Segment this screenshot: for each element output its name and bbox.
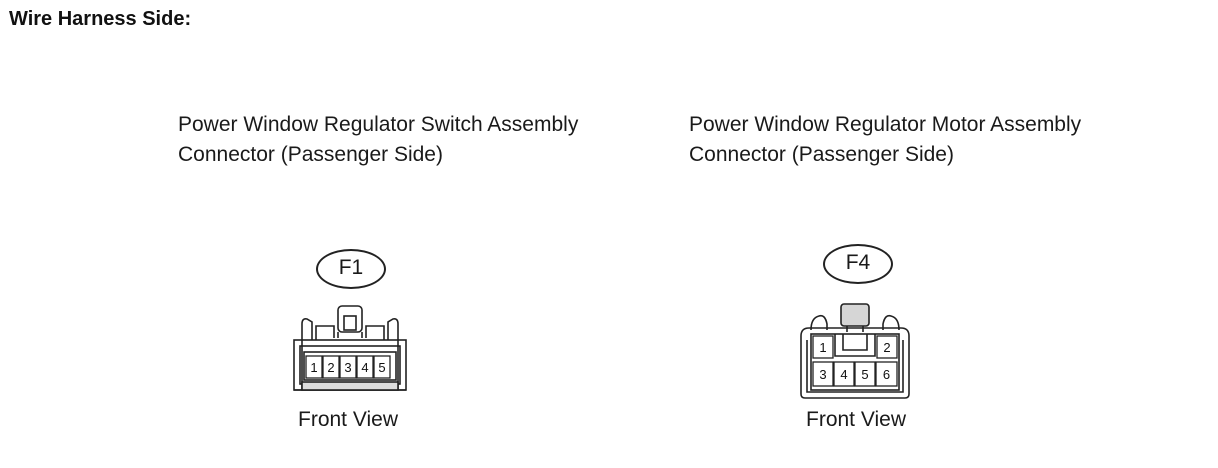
- f4-pin-label: 6: [883, 367, 890, 382]
- f1-pin-label: 5: [378, 360, 385, 375]
- f1-pin-label: 4: [361, 360, 368, 375]
- page-heading: Wire Harness Side:: [9, 8, 192, 30]
- f4-pin-cell: [854, 361, 876, 387]
- f1-pin-label: 2: [327, 360, 334, 375]
- f1-pin-cell: [305, 355, 323, 379]
- f1-pin-label: 3: [344, 360, 351, 375]
- f4-pin-cell: [875, 361, 898, 387]
- f1-pin-cell: [322, 355, 340, 379]
- motor-connector-title-line2: Connector (Passenger Side): [689, 143, 954, 166]
- connector-code-f4: F4: [823, 244, 893, 284]
- f1-pin-label: 1: [310, 360, 317, 375]
- f4-pin-cell: [833, 361, 855, 387]
- switch-connector-drawing: 1 2 3 4 5: [293, 305, 407, 391]
- f4-pin-label: 5: [861, 367, 868, 382]
- f4-pin-cell: [812, 335, 834, 359]
- switch-connector-view-label: Front View: [298, 408, 398, 431]
- f4-pin-label: 3: [819, 367, 826, 382]
- motor-connector-title-line1: Power Window Regulator Motor Assembly: [689, 113, 1082, 136]
- f1-pin-cell: [339, 355, 357, 379]
- motor-connector-view-label: Front View: [806, 408, 906, 431]
- switch-connector-title-line1: Power Window Regulator Switch Assembly: [178, 113, 579, 136]
- switch-connector-title: Power Window Regulator Switch Assembly C…: [178, 110, 648, 170]
- motor-connector-drawing: 1 2 3 4 5 6: [800, 303, 910, 399]
- connector-code-f1: F1: [316, 249, 386, 289]
- f4-pin-label: 1: [819, 340, 826, 355]
- f1-pin-cell: [356, 355, 374, 379]
- f4-pin-cell: [812, 361, 834, 387]
- f1-pin-cell: [373, 355, 391, 379]
- f4-pin-label: 4: [840, 367, 847, 382]
- f4-pin-label: 2: [883, 340, 890, 355]
- switch-connector-title-line2: Connector (Passenger Side): [178, 143, 443, 166]
- f4-pin-cell: [876, 335, 898, 359]
- motor-connector-title: Power Window Regulator Motor Assembly Co…: [689, 110, 1159, 170]
